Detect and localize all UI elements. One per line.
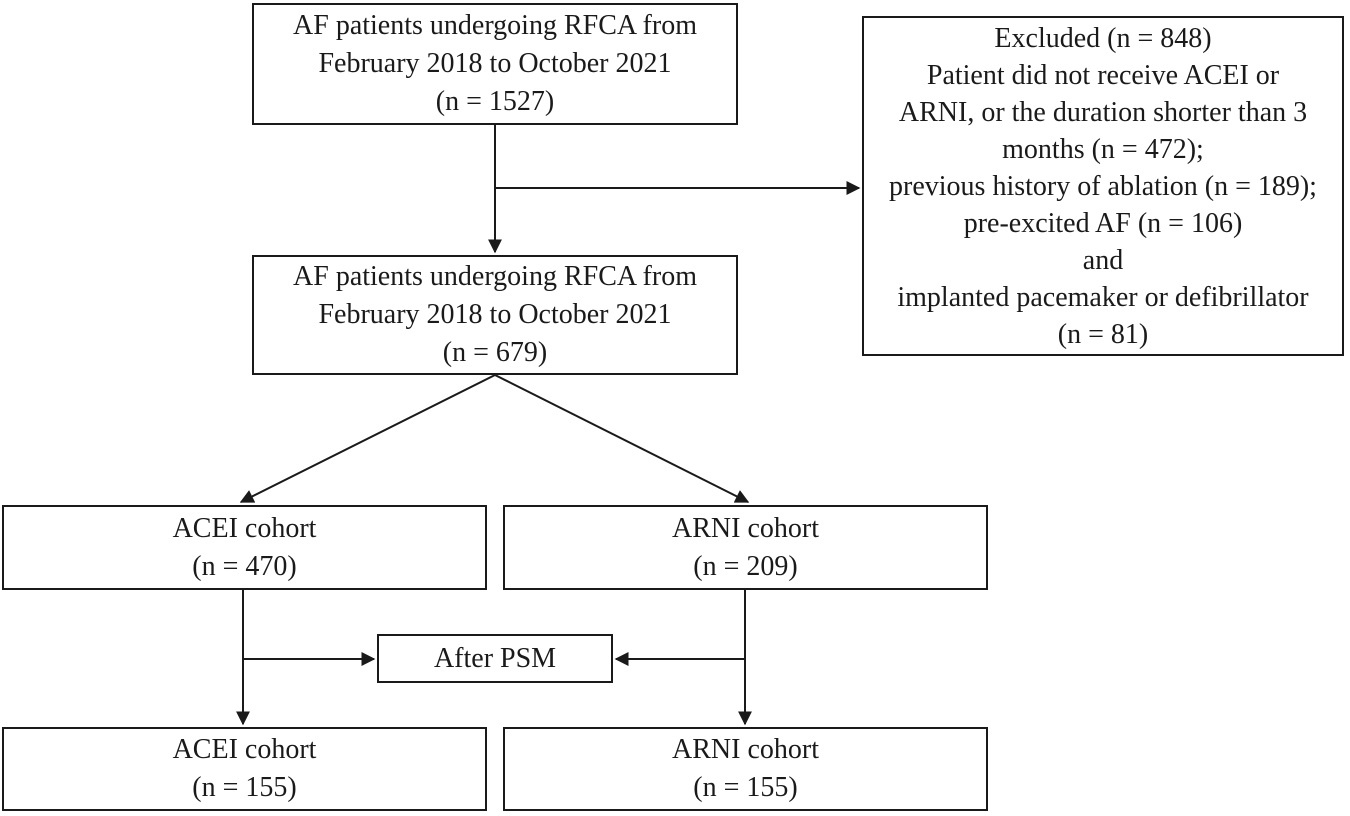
box-arni-cohort-post-psm: ARNI cohort (n = 155) — [503, 727, 988, 811]
box-text-line: (n = 1527) — [435, 86, 555, 117]
box-text-line: ARNI cohort — [672, 734, 819, 765]
box-acei-cohort-post-psm: ACEI cohort (n = 155) — [2, 727, 487, 811]
arrow-included-to-arni — [494, 374, 750, 503]
box-text-line: pre-excited AF (n = 106) — [963, 207, 1243, 239]
box-text-line: (n = 155) — [192, 772, 297, 803]
box-text-line: (n = 679) — [442, 337, 548, 368]
box-after-psm: After PSM — [377, 634, 613, 683]
box-text-line: AF patients undergoing RFCA from — [293, 10, 697, 41]
box-excluded: Excluded (n = 848) Patient did not recei… — [862, 16, 1344, 356]
box-text-line: months (n = 472); — [1002, 133, 1204, 165]
box-text-line: Excluded (n = 848) — [994, 22, 1212, 54]
box-text-line: AF patients undergoing RFCA from — [293, 261, 697, 292]
box-text-line: (n = 155) — [693, 772, 798, 803]
box-text-line: February 2018 to October 2021 — [318, 299, 672, 330]
box-text-line: (n = 470) — [192, 550, 297, 582]
arrow-included-to-acei — [239, 374, 496, 503]
box-text-line: ARNI, or the duration shorter than 3 — [898, 96, 1308, 128]
box-text-line: ACEI cohort — [172, 734, 317, 765]
box-text-line: and — [1082, 244, 1124, 276]
box-text-line: (n = 81) — [1057, 318, 1149, 350]
box-text-line: previous history of ablation (n = 189); — [889, 170, 1317, 202]
box-initial-population: AF patients undergoing RFCA from Februar… — [252, 3, 738, 125]
box-text-line: Patient did not receive ACEI or — [926, 59, 1280, 91]
box-text-line: ACEI cohort — [172, 512, 317, 544]
box-included-population: AF patients undergoing RFCA from Februar… — [252, 255, 738, 375]
box-acei-cohort-pre-psm: ACEI cohort (n = 470) — [2, 505, 487, 590]
box-text-line: After PSM — [433, 643, 557, 674]
box-text-line: implanted pacemaker or defibrillator — [897, 281, 1309, 313]
box-text-line: ARNI cohort — [672, 512, 819, 544]
box-arni-cohort-pre-psm: ARNI cohort (n = 209) — [503, 505, 988, 590]
box-text-line: (n = 209) — [693, 550, 798, 582]
box-text-line: February 2018 to October 2021 — [318, 48, 672, 79]
